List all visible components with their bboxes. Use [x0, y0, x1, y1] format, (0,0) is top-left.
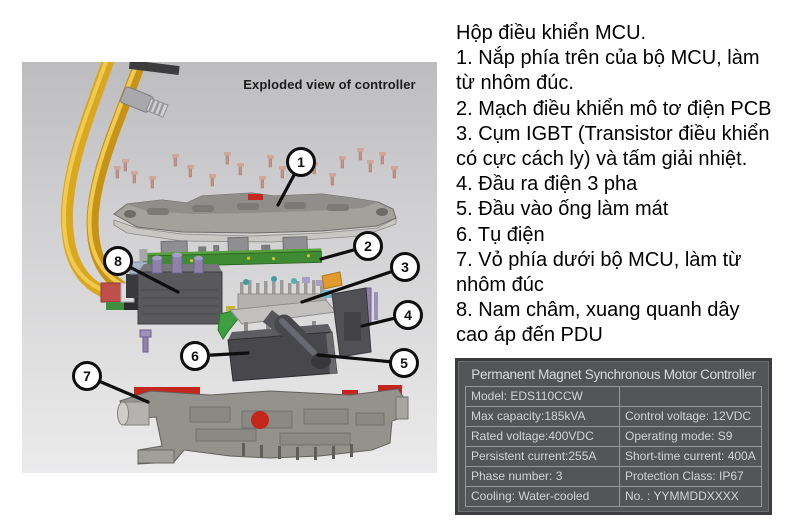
- callout-6: 6: [180, 341, 210, 371]
- nameplate-title: Permanent Magnet Synchronous Motor Contr…: [471, 367, 756, 382]
- cable-connectors: [120, 62, 180, 118]
- cover-red-accent: [248, 194, 263, 200]
- exploded-view-panel: Exploded view of controller 1 2 3 4 5 6 …: [22, 62, 437, 473]
- callout-8: 8: [103, 246, 133, 276]
- nameplate-cell-cooling: Cooling: Water-cooled: [466, 487, 619, 506]
- description-line: nhôm đúc: [456, 274, 544, 297]
- exploded-view-drawing: [60, 62, 410, 465]
- nameplate-table: Permanent Magnet Synchronous Motor Contr…: [455, 358, 772, 515]
- callout-3: 3: [390, 252, 420, 282]
- description-line: từ nhôm đúc.: [456, 72, 574, 95]
- nameplate-cell-phase-number: Phase number: 3: [466, 467, 619, 486]
- nameplate-cell-control-voltage: Control voltage: 12VDC: [620, 407, 761, 426]
- pcb-board: [139, 236, 323, 268]
- nameplate-cell-rated-voltage: Rated voltage:400VDC: [466, 427, 619, 446]
- magnet-assembly: [100, 252, 223, 353]
- callout-1: 1: [286, 147, 316, 177]
- description-line: 2. Mạch điều khiển mô tơ điện PCB: [456, 97, 772, 120]
- side-bracket: [321, 271, 378, 358]
- nameplate-cell-operating-mode: Operating mode: S9: [620, 427, 761, 446]
- description-line: 7. Vỏ phía dưới bộ MCU, làm từ: [456, 248, 742, 271]
- nameplate-cell-persistent-current: Persistent current:255A: [466, 447, 619, 466]
- description-line: Hộp điều khiển MCU.: [456, 22, 647, 44]
- callout-7: 7: [72, 361, 102, 391]
- hv-cables: [60, 62, 151, 306]
- diagram-title: Exploded view of controller: [243, 77, 416, 92]
- description-line: có cực cách ly) và tấm giải nhiệt.: [456, 148, 748, 171]
- callout-5: 5: [389, 348, 419, 378]
- description-line: 6. Tụ điện: [456, 223, 545, 246]
- nameplate-cell-model: Model: EDS110CCW: [466, 387, 619, 406]
- description-block: Hộp điều khiển MCU. 1. Nắp phía trên của…: [456, 21, 792, 349]
- nameplate-cell-max-capacity: Max capacity:185kVA: [466, 407, 619, 426]
- callout-4: 4: [393, 300, 423, 330]
- description-line: 4. Đầu ra điện 3 pha: [456, 173, 638, 196]
- description-line: 1. Nắp phía trên của bộ MCU, làm: [456, 47, 760, 70]
- nameplate-cell-empty: [620, 387, 761, 406]
- nameplate-cell-protection-class: Protection Class: IP67: [620, 467, 761, 486]
- nameplate-cell-serial-no: No. : YYMMDDXXXX: [620, 487, 761, 506]
- description-line: 5. Đầu vào ống làm mát: [456, 198, 669, 221]
- callout-2: 2: [353, 231, 383, 261]
- igbt-assembly: [228, 276, 337, 333]
- nameplate-cell-short-time-current: Short-time current: 400A: [620, 447, 761, 466]
- nameplate-grid: Model: EDS110CCW Max capacity:185kVA Con…: [465, 386, 762, 507]
- description-line: cao áp đến PDU: [456, 324, 603, 347]
- cover-screws: [114, 148, 398, 189]
- top-cover: [113, 192, 397, 243]
- bottom-housing: [117, 385, 409, 465]
- description-line: 3. Cụm IGBT (Transistor điều khiển: [456, 122, 770, 145]
- description-line: 8. Nam châm, xuang quanh dây: [456, 299, 740, 322]
- housing-red-port: [251, 411, 269, 429]
